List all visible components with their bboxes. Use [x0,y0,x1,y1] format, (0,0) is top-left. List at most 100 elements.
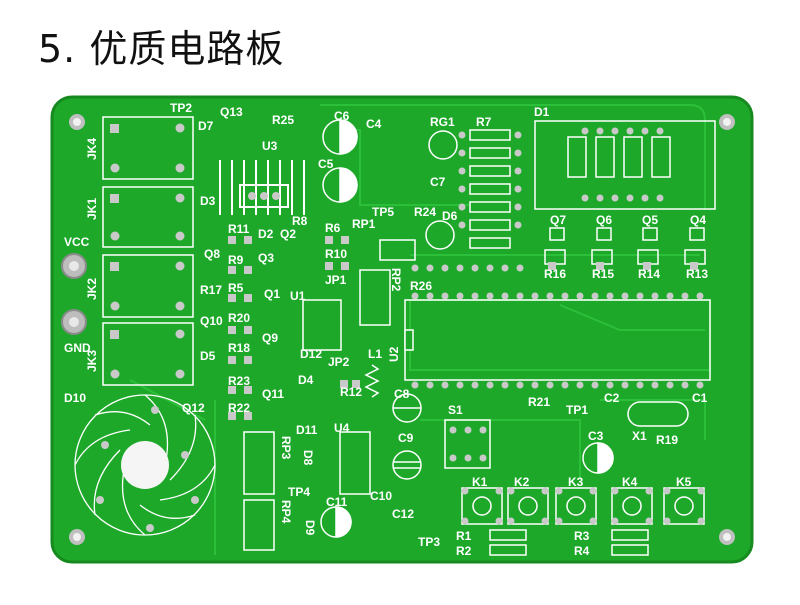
relays [102,116,194,386]
label: JK4 [85,138,99,160]
label: R9 [228,253,244,267]
inductor-l1 [364,364,380,398]
label: R23 [228,374,250,388]
label: R24 [414,205,436,219]
label: R22 [228,401,250,415]
label: C3 [588,429,604,443]
label: Q4 [690,213,706,227]
label: D3 [200,194,216,208]
label: R16 [544,267,566,281]
label: C12 [392,507,414,521]
label: TP2 [170,101,192,115]
label: R20 [228,311,250,325]
label: RG1 [430,115,455,129]
label: Q5 [642,213,658,227]
label: C2 [604,391,620,405]
label: R7 [476,115,492,129]
label: R12 [340,385,362,399]
switch-s1 [444,419,491,469]
u2-pins-bottom [411,381,704,389]
label: JK2 [85,278,99,300]
label: TP3 [418,535,440,549]
label: Q2 [280,227,296,241]
label: R1 [456,529,472,543]
label: VCC [64,235,90,249]
label: D4 [298,373,314,387]
label: D6 [442,209,458,223]
label: D11 [296,423,318,437]
small-smd-parts [228,236,698,420]
label: R10 [325,247,347,261]
label: RP4 [279,500,293,524]
label: Q6 [596,213,612,227]
label: R17 [200,283,222,297]
label: K3 [568,475,584,489]
label: JK3 [85,350,99,372]
label: JP2 [328,355,350,369]
label: Q8 [204,247,220,261]
label: D1 [534,105,550,119]
label: D8 [301,450,315,466]
label: D5 [200,349,216,363]
silkscreen-labels: TP2 Q13 R25 C6 C4 RG1 R7 D1 JK4 D7 U3 C5… [64,101,708,558]
label: R3 [574,529,590,543]
label: JK1 [85,198,99,220]
resistor-array-r7 [469,129,511,249]
pcb-substrate [52,97,752,562]
speaker-center-hole [121,441,169,489]
label: K1 [472,475,488,489]
label: U1 [290,289,306,303]
label: TP5 [372,205,394,219]
label: C10 [370,489,392,503]
label: C7 [430,175,446,189]
label: Q10 [200,314,223,328]
speaker-grille [74,394,216,536]
power-terminals [61,253,87,335]
label: U2 [387,346,401,362]
label: Q1 [264,287,280,301]
label: D12 [300,347,322,361]
transistors-q4-q7 [544,227,706,265]
label: R6 [325,221,341,235]
segment-display-d1 [534,120,716,210]
label: K2 [514,475,530,489]
label: R15 [592,267,614,281]
label: D10 [64,391,86,405]
label: Q13 [220,105,243,119]
label: R18 [228,341,250,355]
label: U3 [262,139,278,153]
label: C4 [366,117,382,131]
label: R8 [292,214,308,228]
label: R14 [638,267,660,281]
label: R19 [656,433,678,447]
label: Q3 [258,251,274,265]
label: S1 [448,403,463,417]
label: C8 [394,387,410,401]
label: R11 [228,222,250,236]
tactile-switches [461,487,705,525]
label: D9 [303,520,317,536]
crystal-x1 [627,401,689,427]
label: X1 [632,429,647,443]
label: GND [64,341,91,355]
pcb-edge-shade [50,95,754,564]
label: R21 [528,395,550,409]
label: TP1 [566,403,588,417]
mounting-holes [69,114,735,545]
ic-outlines [243,239,416,551]
label: Q7 [550,213,566,227]
label: R26 [410,279,432,293]
label: C1 [692,391,708,405]
label: RP1 [352,217,376,231]
label: C9 [398,431,414,445]
ic-u2 [404,299,711,381]
label: C11 [326,495,348,509]
label: R25 [272,113,294,127]
relay-pads [110,123,185,379]
label: R13 [686,267,708,281]
label: R2 [456,544,472,558]
label: Q9 [262,331,278,345]
label: R5 [228,281,244,295]
electrolytic-capacitors [320,119,614,538]
